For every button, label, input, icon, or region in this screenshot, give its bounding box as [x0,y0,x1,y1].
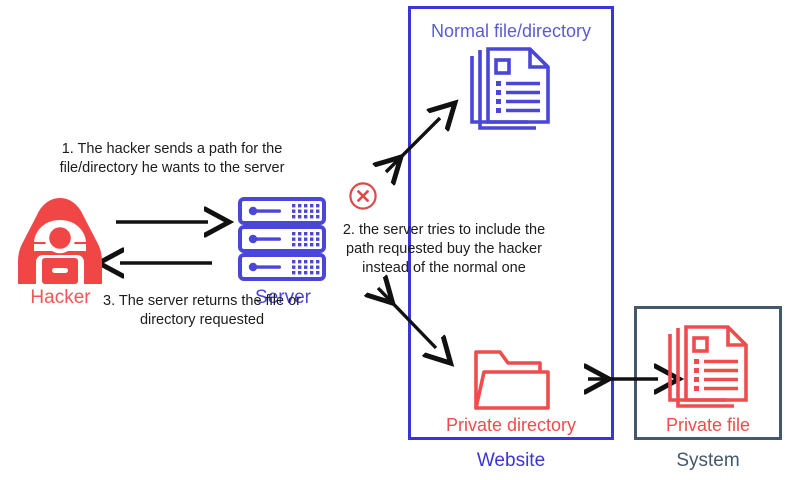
hacker-hooded-figure-icon [12,196,108,286]
website-label: Website [476,450,546,471]
document-stack-icon [666,324,752,410]
website-boundary-box [408,6,614,440]
server-rack-icon [236,196,328,282]
step-3-text: 3. The server returns the file or direct… [103,293,301,328]
server-label: Server [255,287,311,308]
private-file-label: Private file [665,415,751,435]
step-1-text: 1. The hacker sends a path for the file/… [59,141,285,176]
system-label: System [676,450,740,471]
private-directory-label: Private directory [445,415,577,435]
hacker-label: Hacker [30,287,91,308]
error-circle-x-icon [348,181,378,211]
normal-file-label: Normal file/directory [430,21,592,41]
document-stack-icon [468,46,554,132]
folder-open-icon [470,346,556,412]
step-2-text: 2. the server tries to include the path … [342,222,546,276]
